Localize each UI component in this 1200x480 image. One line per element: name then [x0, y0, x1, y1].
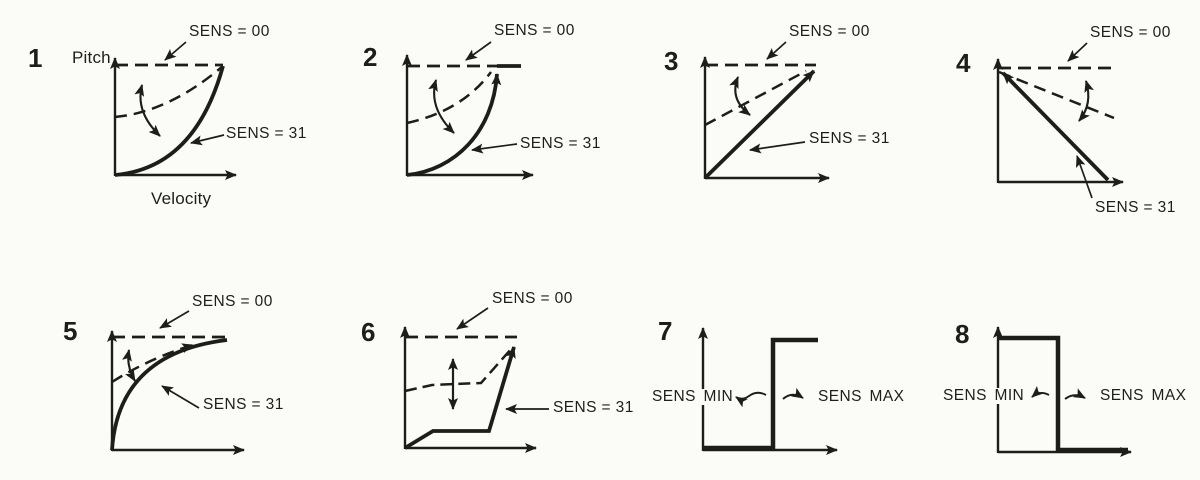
graph-3-range-double-arrow-icon	[729, 76, 751, 116]
graph-8-sens-min-label: SENS MIN	[941, 387, 1027, 404]
graph-7-sens-min-label: SENS MIN	[650, 388, 736, 405]
graph-1-sens31-pointer-arrow-icon	[190, 134, 225, 146]
graph-4-sens31-pointer-arrow-icon	[1075, 155, 1093, 199]
graph-5-range-double-arrow-icon	[122, 349, 136, 382]
graph-5-linework	[107, 310, 245, 455]
graph-3-sens00-label: SENS = 00	[789, 23, 870, 40]
graph-3-sens31-pointer-arrow-icon	[749, 141, 806, 154]
graph-2-sens31-curve	[406, 73, 502, 177]
graph-1-x-axis-label: Velocity	[151, 189, 212, 208]
graph-3-sens31-label: SENS = 31	[809, 130, 890, 147]
graph-2-sens31-label: SENS = 31	[520, 135, 601, 152]
graph-2-sens00-label: SENS = 00	[494, 22, 575, 39]
graph-2-number: 2	[363, 42, 378, 72]
graph-3-sens31-line	[703, 69, 816, 180]
graph-8-number: 8	[955, 319, 970, 349]
graph-5-sens00-label: SENS = 00	[192, 293, 273, 310]
graph-6-sens31-curve	[404, 346, 516, 450]
graph-6-number: 6	[361, 317, 376, 347]
graph-4-sens31-label: SENS = 31	[1095, 199, 1176, 216]
graph-1-sens00-pointer-arrow-icon	[164, 41, 187, 61]
graph-3-sens00-pointer-arrow-icon	[766, 41, 787, 60]
graph-1-sens31-curve	[114, 65, 225, 177]
graph-6-sens00-label: SENS = 00	[492, 290, 573, 307]
graph-8-sens-min-wavy-arrow-icon	[1031, 385, 1050, 398]
graph-7-step-up-curve	[704, 337, 818, 451]
graph-1-number: 1	[28, 43, 43, 73]
graph-6-intermediate-dashed-curve	[404, 347, 513, 393]
graph-2-linework	[402, 41, 534, 180]
graph-1-linework	[110, 41, 237, 180]
graph-7-sens-min-wavy-arrow-icon	[735, 391, 767, 408]
graph-4-intermediate-dashed-line	[998, 70, 1115, 120]
graph-5-sens00-pointer-arrow-icon	[159, 310, 190, 329]
graph-8-step-down-curve	[999, 335, 1128, 453]
graph-8-sens-max-wavy-arrow-icon	[1064, 388, 1086, 400]
graph-5-sens31-label: SENS = 31	[203, 396, 284, 413]
graph-7-sens-max-label: SENS MAX	[816, 388, 907, 405]
graph-1-sens31-label: SENS = 31	[226, 125, 307, 142]
graph-1-sens00-label: SENS = 00	[189, 23, 270, 40]
graph-1-y-axis-label: Pitch	[72, 48, 111, 67]
graph-6-linework	[400, 307, 549, 453]
graph-7-number: 7	[658, 316, 673, 346]
graph-2-sens31-pointer-arrow-icon	[471, 143, 518, 154]
graph-6-sens00-pointer-arrow-icon	[456, 307, 489, 330]
graph-5-sens31-pointer-arrow-icon	[161, 385, 200, 409]
graph-3-linework	[700, 41, 830, 183]
graph-4-sens31-line	[1001, 71, 1110, 182]
graph-3-number: 3	[664, 46, 679, 76]
graph-7-sens-max-wavy-arrow-icon	[782, 387, 804, 400]
graph-5-number: 5	[63, 316, 78, 346]
graph-1-intermediate-dashed-curve	[114, 65, 224, 119]
graph-2-sens00-pointer-arrow-icon	[465, 41, 492, 61]
graph-4-range-double-arrow-icon	[1078, 80, 1094, 122]
graph-4-number: 4	[956, 48, 971, 78]
graph-3-intermediate-dashed-line	[704, 69, 807, 127]
graph-5-sens31-curve	[110, 338, 228, 451]
graph-1-range-double-arrow-icon	[134, 84, 161, 137]
graph-4-sens00-pointer-arrow-icon	[1067, 42, 1088, 62]
graph-8-sens-max-label: SENS MAX	[1098, 387, 1189, 404]
graph-7-linework	[698, 327, 838, 455]
graph-2-intermediate-dashed-curve	[406, 71, 493, 125]
graph-2-range-double-arrow-icon	[428, 79, 455, 134]
graph-6-sens31-label: SENS = 31	[553, 399, 634, 416]
graph-4-linework	[993, 42, 1124, 199]
graph-4-sens00-label: SENS = 00	[1090, 24, 1171, 41]
